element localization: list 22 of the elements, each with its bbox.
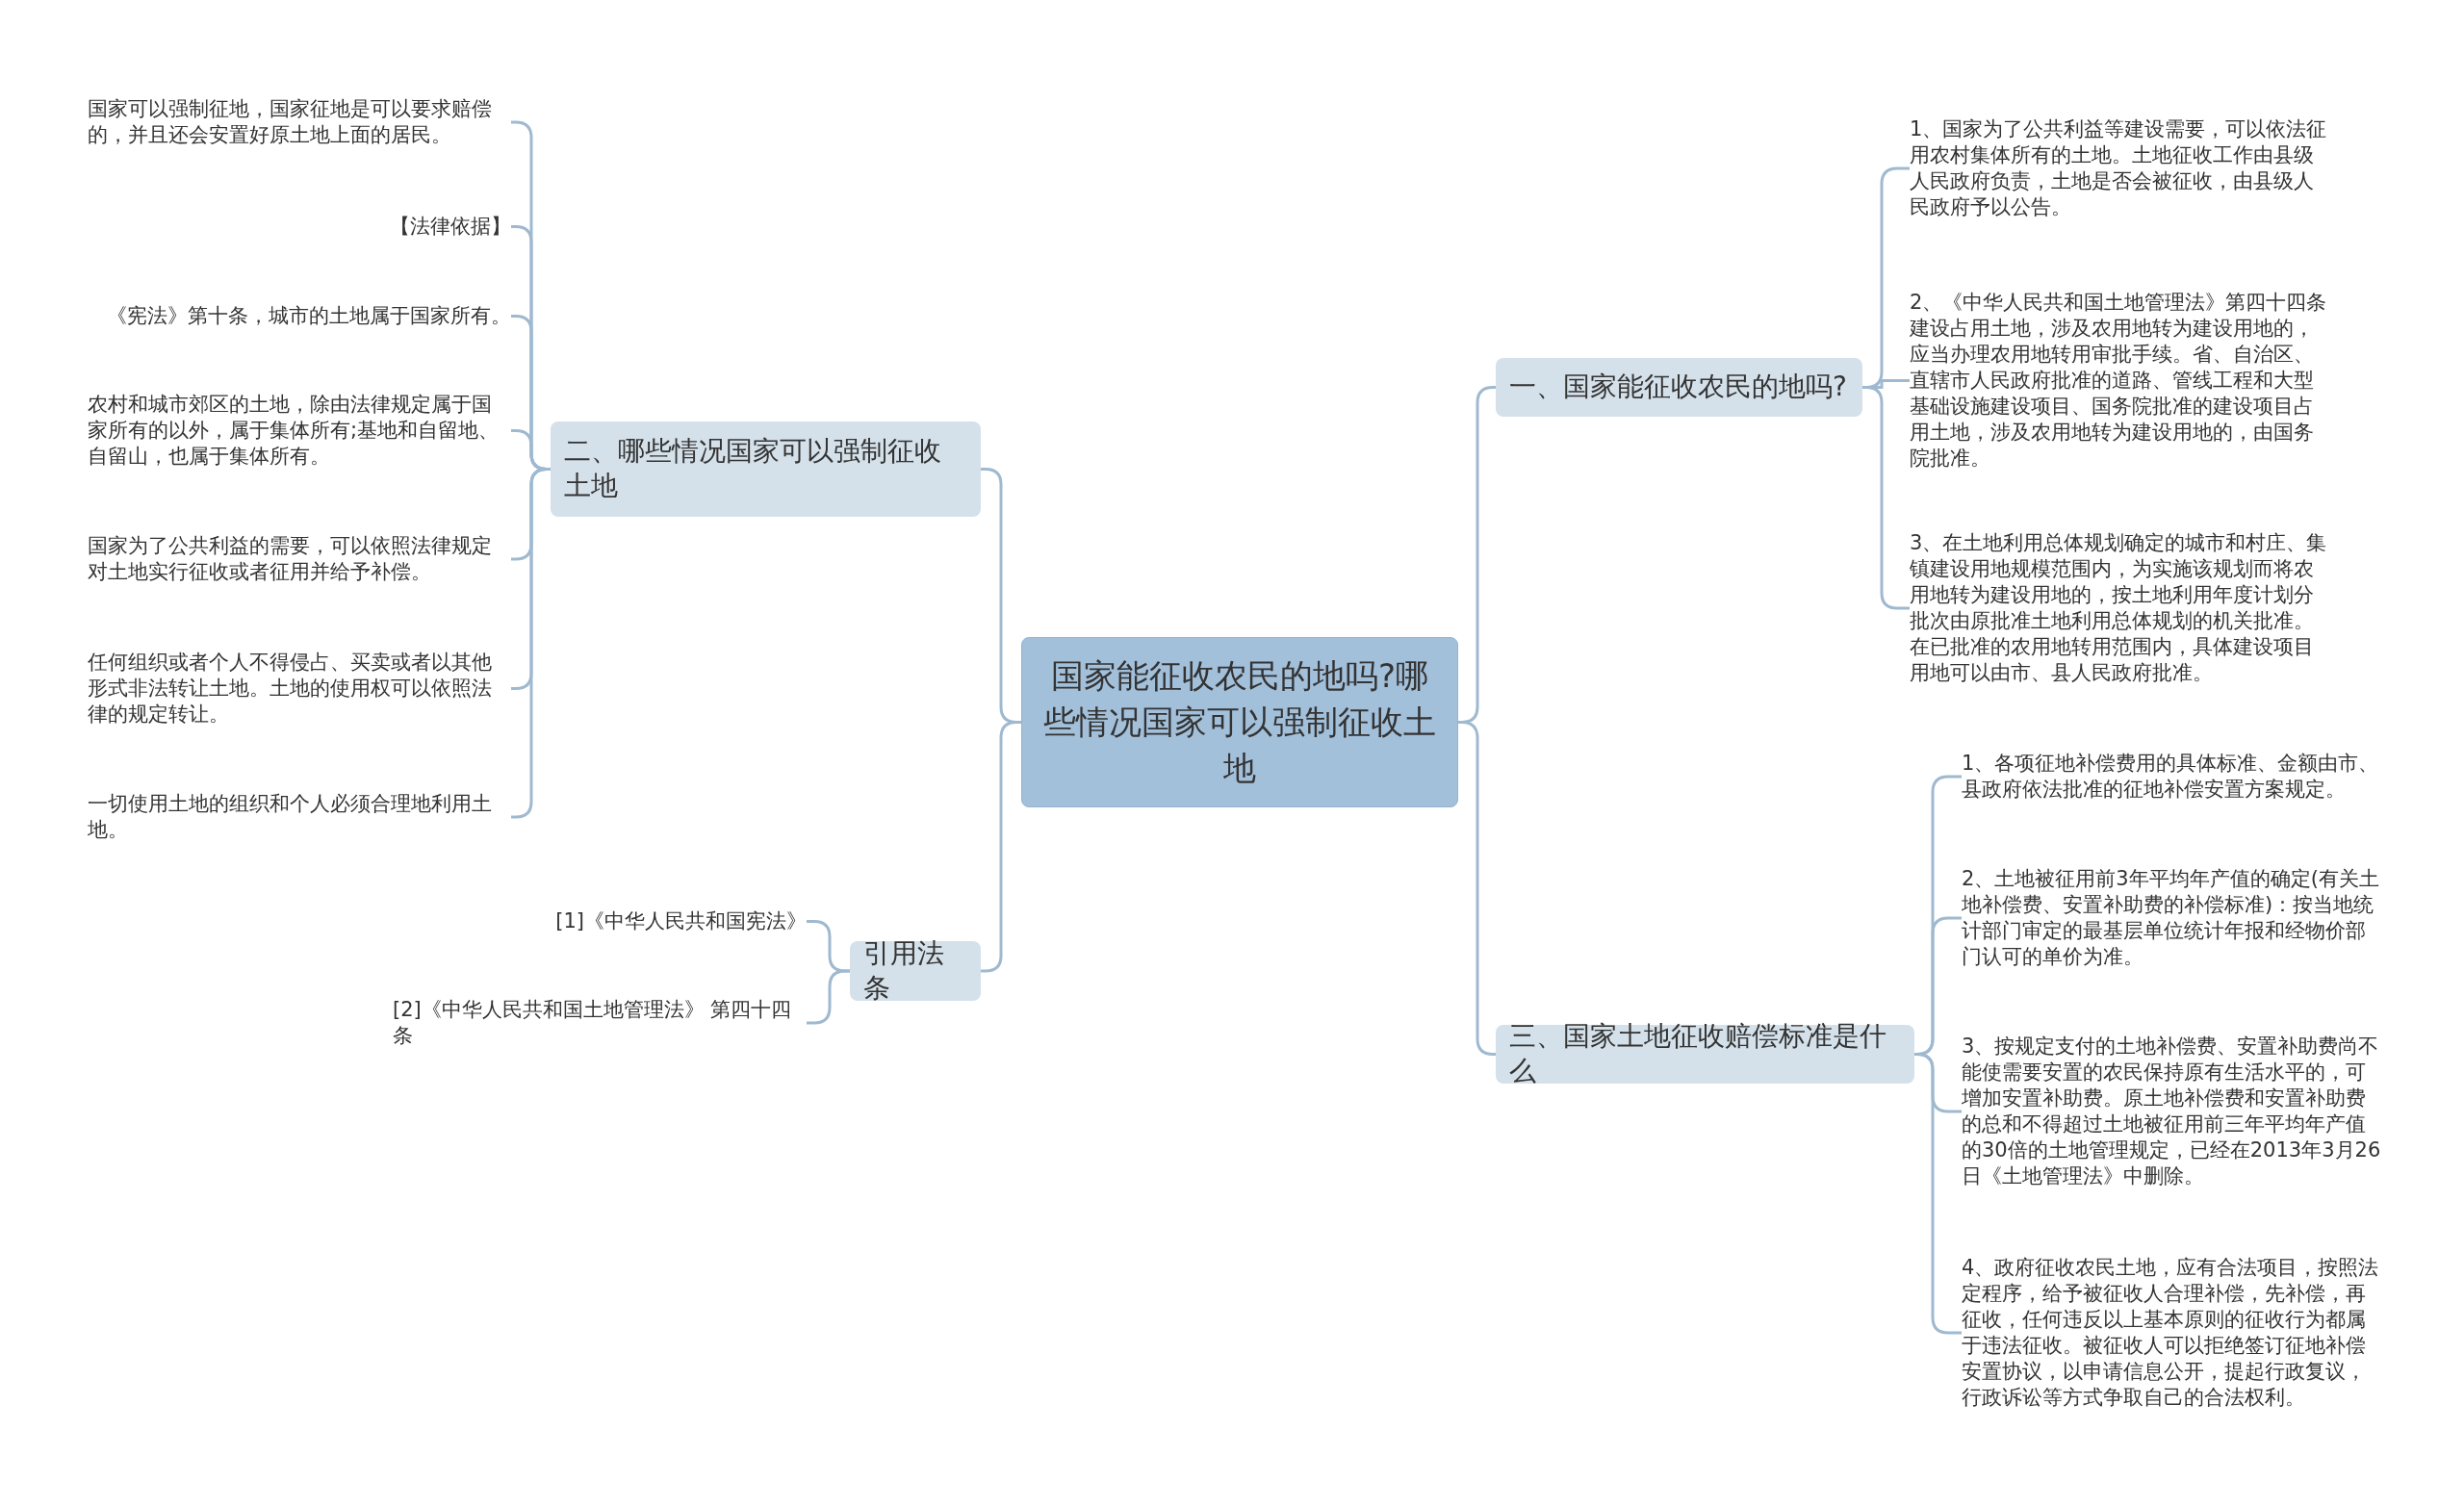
note-text: 3、在土地利用总体规划确定的城市和村庄、集镇建设用地规模范围内，为实施该规划而将农用地转为建设用地的，按土地利用年度计划分批次由原批准土地利用总体规划的机关批准。在已批准的农用地转用范围内，具体建设项目用地可以由市、县人民政府批准。 [1910,530,2333,686]
note-text: 农村和城市郊区的土地，除由法律规定属于国家所有的以外，属于集体所有;基地和自留地、自留山，也属于集体所有。 [88,391,511,470]
central-topic-box: 国家能征收农民的地吗?哪些情况国家可以强制征收土地 [1021,636,1458,807]
note-text: 3、按规定支付的土地补偿费、安置补助费尚不能使需要安置的农民保持原有生活水平的，可增加安置补助费。原土地补偿费和安置补助费的总和不得超过土地被征用前三年平均年产值的30倍的土地管理规定，已经在2013年3月26日《土地管理法》中删除。 [1962,1034,2385,1189]
note-text: 国家可以强制征地，国家征地是可以要求赔偿的，并且还会安置好原土地上面的居民。 [88,96,511,148]
note-text: 1、各项征地补偿费用的具体标准、金额由市、县政府依法批准的征地补偿安置方案规定。 [1962,751,2385,803]
connector [981,721,1021,973]
note-text: 【法律依据】 [390,213,511,240]
note-text: 一切使用土地的组织和个人必须合理地利用土地。 [88,791,511,843]
note-text: 《宪法》第十条，城市的土地属于国家所有。 [107,302,511,329]
note-text: 1、国家为了公共利益等建设需要，可以依法征用农村集体所有的土地。土地征收工作由县级人民政府负责，土地是否会被征收，由县级人民政府予以公告。 [1910,116,2333,220]
note-text: [1]《中华人民共和国宪法》 [555,907,807,934]
topic-box: 三、国家土地征收赔偿标准是什么 [1496,1024,1914,1084]
note-text: 任何组织或者个人不得侵占、买卖或者以其他形式非法转让土地。土地的使用权可以依照法律的规定转让。 [88,649,511,728]
note-text: 2、《中华人民共和国土地管理法》第四十四条建设占用土地，涉及农用地转为建设用地的，应当办理农用地转用审批手续。省、自治区、直辖市人民政府批准的道路、管线工程和大型基础设施建设项目、国务院批准的建设项目占用土地，涉及农用地转为建设用地的，由国务院批准。 [1910,289,2333,472]
note-text: 2、土地被征用前3年平均年产值的确定(有关土地补偿费、安置补助费的补偿标准)：按当地统计部门审定的最基层单位统计年报和经物价部门认可的单价为准。 [1962,866,2385,970]
note-text: 4、政府征收农民土地，应有合法项目，按照法定程序，给予被征收人合理补偿，先补偿，再征收，任何违反以上基本原则的征收行为都属于违法征收。被征收人可以拒绝签订征地补偿安置协议，以申请信息公开，提起行政复议，行政诉讼等方式争取自己的合法权利。 [1962,1255,2385,1411]
topic-box: 二、哪些情况国家可以强制征收土地 [551,421,981,517]
topic-box: 一、国家能征收农民的地吗? [1496,357,1862,417]
note-text: 国家为了公共利益的需要，可以依照法律规定对土地实行征收或者征用并给予补偿。 [88,533,511,585]
topic-box: 引用法条 [850,941,981,1001]
note-text: [2]《中华人民共和国土地管理法》 第四十四条 [393,997,807,1049]
